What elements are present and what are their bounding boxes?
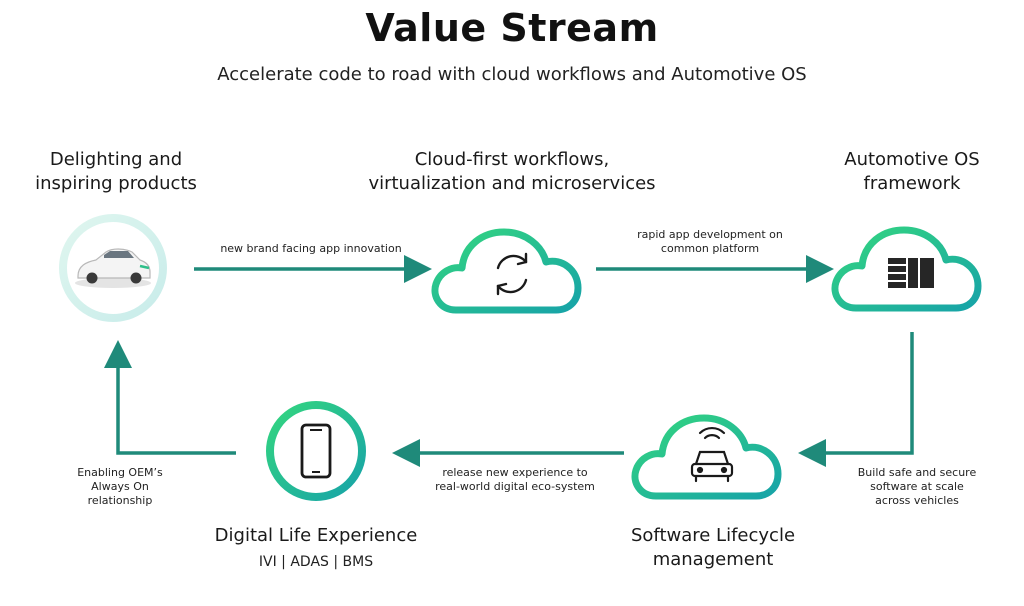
edge-digital-to-products-label: Enabling OEM’s Always On relationship <box>60 466 180 508</box>
os-to-lifecycle-line3: across vehicles <box>875 494 959 507</box>
os-label-line2: framework <box>863 173 961 194</box>
layout-icon <box>888 258 934 288</box>
edge-os-to-lifecycle-label: Build safe and secure software at scale … <box>842 466 992 508</box>
arrow-os-to-lifecycle <box>798 332 914 467</box>
lifecycle-to-digital-line2: real-world digital eco-system <box>435 480 595 493</box>
lifecycle-to-digital-line1: release new experience to <box>442 466 588 479</box>
digital-label-line1: Digital Life Experience <box>214 525 418 546</box>
node-os-label: Automotive OS framework <box>812 148 1012 196</box>
sync-icon <box>496 252 528 296</box>
edge-cloud-to-os-label: rapid app development on common platform <box>600 228 820 256</box>
lifecycle-label-line2: management <box>652 549 774 570</box>
page-title: Value Stream <box>365 6 659 50</box>
cloud-label-line2: virtualization and microservices <box>368 173 656 194</box>
node-digital-sublabel: IVI | ADAS | BMS <box>258 554 374 570</box>
node-digital <box>266 401 366 501</box>
arrow-digital-to-products <box>104 340 236 455</box>
digital-to-products-line2: Always On <box>91 480 149 493</box>
node-cloud <box>431 228 582 314</box>
products-label-line2: inspiring products <box>35 173 197 194</box>
node-products <box>59 214 167 322</box>
page-subtitle: Accelerate code to road with cloud workf… <box>217 64 807 85</box>
node-os <box>831 226 982 312</box>
cloud-to-os-line2: common platform <box>660 242 760 255</box>
os-to-lifecycle-line1: Build safe and secure <box>857 466 977 479</box>
cloud-label-line1: Cloud-first workflows, <box>414 149 610 170</box>
connected-car-icon <box>690 426 734 483</box>
products-label-line1: Delighting and <box>49 149 183 170</box>
os-label-line1: Automotive OS <box>844 149 980 170</box>
os-to-lifecycle-line2: software at scale <box>870 480 964 493</box>
edge-products-to-cloud-label: new brand facing app innovation <box>220 242 402 255</box>
digital-to-products-line3: relationship <box>87 494 153 507</box>
node-lifecycle <box>631 414 782 500</box>
smartphone-icon <box>300 423 332 479</box>
node-lifecycle-label: Software Lifecycle management <box>610 524 816 572</box>
car-icon <box>75 248 151 288</box>
node-products-label: Delighting and inspiring products <box>16 148 216 196</box>
cloud-to-os-line1: rapid app development on <box>637 228 783 241</box>
edge-lifecycle-to-digital-label: release new experience to real-world dig… <box>410 466 620 494</box>
node-cloud-label: Cloud-first workflows, virtualization an… <box>352 148 672 196</box>
node-digital-label: Digital Life Experience <box>196 524 436 548</box>
digital-to-products-line1: Enabling OEM’s <box>77 466 163 479</box>
lifecycle-label-line1: Software Lifecycle <box>630 525 796 546</box>
